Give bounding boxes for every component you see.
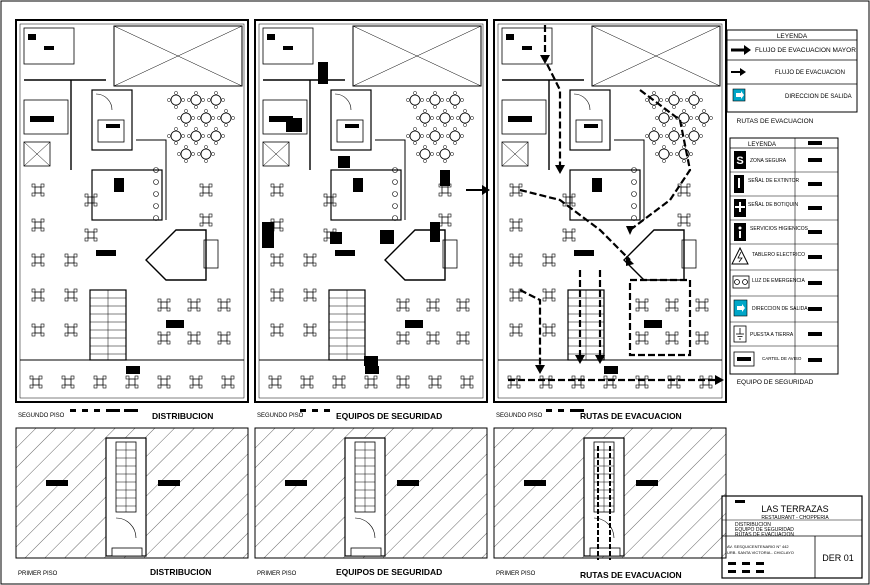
big-arrow-icon xyxy=(731,45,751,55)
svg-text:S: S xyxy=(736,155,743,167)
evacuation-legend-label-2: DIRECCION DE SALIDA xyxy=(785,94,852,100)
plan-distribucion-lower xyxy=(15,427,249,559)
evacuation-legend-label-1: FLUJO DE EVACUACION xyxy=(775,70,845,76)
plan-title-distribucion-lower: DISTRIBUCION xyxy=(150,567,211,577)
safety-legend-label-3: SERVICIOS HIGIENICOS xyxy=(750,226,809,232)
plan-title-equipos-lower: EQUIPOS DE SEGURIDAD xyxy=(336,567,442,577)
plan-title-distribucion: DISTRIBUCION xyxy=(152,411,213,421)
evacuation-legend-label-0: FLUJO DE EVACUACION MAYOR xyxy=(755,47,856,54)
lower-floor-label-1: PRIMER PISO xyxy=(18,571,58,577)
upper-floor-label-1: SEGUNDO PISO xyxy=(18,413,65,419)
scale-bar-2 xyxy=(300,409,330,412)
evacuation-legend: LEYENDA FLUJO DE EVACUACION MAYOR FLUJO … xyxy=(726,29,858,113)
transition-arrow-icon xyxy=(466,185,490,195)
safety-legend-label-8: CARTEL DE AVISO xyxy=(762,356,802,361)
scale-bar-1 xyxy=(70,409,138,412)
ground-icon xyxy=(733,325,747,343)
emergency-light-icon xyxy=(732,275,750,289)
plan-title-rutas-lower: RUTAS DE EVACUACION xyxy=(580,570,682,580)
plan-equipos-lower xyxy=(254,427,488,559)
first-aid-sign-icon xyxy=(734,199,746,217)
extinguisher-sign-icon xyxy=(734,175,744,193)
upper-floor-label-2: SEGUNDO PISO xyxy=(257,413,304,419)
title-block-content-0: DISTRIBUCION xyxy=(735,522,771,528)
title-block-address-1: AV. SESQUICENTENARIO N° 442 xyxy=(727,544,789,549)
safety-legend-label-2: SEÑAL DE BOTIQUIN xyxy=(748,201,798,208)
safety-legend-label-5: LUZ DE EMERGENCIA xyxy=(752,278,805,284)
plan-distribucion-upper xyxy=(16,20,248,402)
safety-legend-label-7: PUESTA A TIERRA xyxy=(750,332,794,338)
plan-rutas-upper xyxy=(494,20,726,402)
scale-bar-3 xyxy=(546,409,584,412)
title-block-sheet-code: DER 01 xyxy=(822,553,854,563)
evacuation-legend-title: LEYENDA xyxy=(777,33,808,40)
plan-title-rutas: RUTAS DE EVACUACION xyxy=(580,411,682,421)
exit-direction-icon xyxy=(733,299,748,317)
plan-equipos-upper xyxy=(255,20,487,402)
electrical-panel-icon xyxy=(731,246,749,265)
safety-legend-label-0: ZONA SEGURA xyxy=(750,158,787,164)
safety-legend-title: LEYENDA xyxy=(748,142,776,148)
title-block-content-1: EQUIPO DE SEGURIDAD xyxy=(735,527,794,533)
lower-floor-label-2: PRIMER PISO xyxy=(257,571,297,577)
title-block: LAS TERRAZAS RESTAURANT - CHOPPERIA DIST… xyxy=(721,495,863,579)
title-block-subtitle: RESTAURANT - CHOPPERIA xyxy=(761,515,829,521)
plan-rutas-lower xyxy=(493,427,727,560)
title-block-content-2: RUTAS DE EVACUACION xyxy=(735,532,794,538)
plan-title-equipos: EQUIPOS DE SEGURIDAD xyxy=(336,411,442,421)
safety-legend-caption: EQUIPO DE SEGURIDAD xyxy=(737,379,814,386)
title-block-address-2: URB. SANTA VICTORIA - CHICLAYO xyxy=(727,550,794,555)
upper-floor-label-3: SEGUNDO PISO xyxy=(496,413,543,419)
safe-zone-icon: S xyxy=(734,151,746,169)
safety-legend-label-6: DIRECCION DE SALIDA xyxy=(752,306,808,312)
exit-direction-icon xyxy=(732,88,746,102)
warning-sign-icon xyxy=(733,351,755,367)
lower-floor-label-3: PRIMER PISO xyxy=(496,571,536,577)
title-block-project: LAS TERRAZAS xyxy=(761,504,828,514)
safety-legend-label-1: SEÑAL DE EXTINTOR xyxy=(748,177,800,184)
small-arrow-icon xyxy=(731,68,746,76)
restroom-icon xyxy=(734,223,746,241)
evacuation-legend-caption: RUTAS DE EVACUACION xyxy=(737,118,814,125)
safety-legend: LEYENDA S ZONA SEGURA SEÑAL DE EXTINTOR … xyxy=(729,137,839,375)
safety-legend-label-4: TABLERO ELECTRICO xyxy=(752,252,805,258)
